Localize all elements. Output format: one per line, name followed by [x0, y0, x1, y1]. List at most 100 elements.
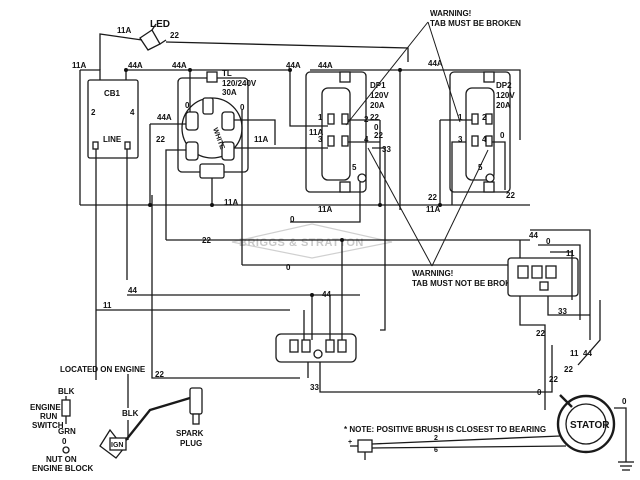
cb1-line-label: LINE: [103, 135, 122, 144]
dp2-terminal-4: 4: [482, 135, 487, 144]
brush-note: * NOTE: POSITIVE BRUSH IS CLOSEST TO BEA…: [344, 425, 546, 434]
stator-connector: [507, 257, 579, 297]
wire-label: 22: [506, 191, 515, 200]
switch-icon: [61, 396, 71, 424]
ground-icon: [618, 461, 634, 471]
wire-label: 11A: [318, 205, 332, 214]
wire-label: 6: [434, 447, 438, 454]
wire-label: 0: [546, 237, 551, 246]
wire-label: 33: [310, 383, 319, 392]
wire-label: 0: [500, 131, 505, 140]
watermark-text: BRIGGS & STRATTON: [239, 237, 364, 249]
cb1-terminal-b: [124, 141, 131, 150]
dp2-amperage: 20A: [496, 101, 511, 110]
wire-label: 11: [103, 301, 112, 310]
wire-label: 2: [434, 435, 438, 442]
stator-label: STATOR: [570, 420, 610, 431]
dp2-voltage: 120V: [496, 91, 515, 100]
junction-dots: [124, 68, 442, 297]
watermark: BRIGGS & STRATTON: [231, 223, 393, 259]
dp1-receptacle: [305, 71, 367, 193]
wire-label: 44A: [157, 113, 172, 122]
ignition-module: [99, 428, 127, 459]
warning-broken-line2: TAB MUST BE BROKEN: [430, 19, 521, 28]
wire-label: 44A: [318, 61, 333, 70]
tl-terminal-0b: 0: [240, 103, 245, 112]
tl-amperage: 30A: [222, 88, 237, 97]
dp1-amperage: 20A: [370, 101, 385, 110]
wire-label: 11A: [224, 198, 238, 207]
dp1-terminal-4: 4: [364, 135, 369, 144]
ign-label: IGN: [111, 442, 123, 449]
warning-not-line1: WARNING!: [412, 269, 453, 278]
dp2-terminal-3: 3: [458, 135, 463, 144]
dp1-terminal-1: 1: [318, 113, 323, 122]
engine-switch-blk-label: BLK: [58, 387, 75, 396]
wire-label: 44A: [286, 61, 301, 70]
dp1-terminal-5: 5: [352, 163, 357, 172]
wire-label: 11A: [72, 61, 86, 70]
dp2-terminal-1: 1: [458, 113, 463, 122]
brush-assembly: [350, 439, 373, 460]
wire-label: 44A: [428, 59, 443, 68]
wire-label: 22: [536, 329, 545, 338]
wire-label: 22: [170, 31, 179, 40]
tl-title: TL: [222, 69, 232, 78]
cb1-terminal-4: 4: [130, 108, 135, 117]
cb1-label: CB1: [104, 89, 121, 98]
wire-label: 11A: [254, 135, 268, 144]
wire-label: 33: [558, 307, 567, 316]
wire-label: 33: [382, 145, 391, 154]
engine-switch-line2: RUN: [40, 412, 58, 421]
wire-label: 0: [537, 388, 542, 397]
cb1-terminal-2: 2: [91, 108, 96, 117]
wire-label: 44: [322, 290, 331, 299]
wire-label: 22: [374, 131, 383, 140]
brush-positive-marker: +: [348, 439, 352, 446]
wire-label: 44A: [172, 61, 187, 70]
wire-label: 11: [570, 349, 579, 358]
ign-blk-label: BLK: [122, 409, 139, 418]
cb1-breaker: [87, 79, 139, 159]
located-on-engine-label: LOCATED ON ENGINE: [60, 365, 146, 374]
engine-switch-line1: ENGINE: [30, 403, 61, 412]
wire-label: 0: [374, 123, 379, 132]
tl-voltage: 120/240V: [222, 79, 257, 88]
nut-label-line1: NUT ON: [46, 455, 77, 464]
wire-label: 22: [370, 113, 379, 122]
wire-label: 22: [564, 365, 573, 374]
dp2-terminal-5: 5: [478, 163, 483, 172]
dp2-title: DP2: [496, 81, 512, 90]
dp1-voltage: 120V: [370, 91, 389, 100]
engine-switch-terminal-0: 0: [62, 437, 67, 446]
stator-coil: [556, 394, 616, 454]
wire-label: 22: [155, 370, 164, 379]
wire-label: 44: [128, 286, 137, 295]
wire-label: 0: [286, 263, 291, 272]
wire-label: 11: [566, 249, 575, 258]
wire-label: 22: [549, 375, 558, 384]
wire-label: 11A: [117, 26, 131, 35]
wire-label: 44A: [128, 61, 143, 70]
wire-label: 0: [290, 215, 295, 224]
warning-broken-line1: WARNING!: [430, 9, 471, 18]
spark-plug-line2: PLUG: [180, 439, 202, 448]
wire-label: 11A: [309, 128, 323, 137]
spark-plug-icon: [189, 387, 203, 425]
engine-switch-line3: SWITCH: [32, 421, 64, 430]
warning-not-line2: TAB MUST NOT BE BROKEN: [412, 279, 522, 288]
control-module: [275, 333, 357, 363]
wire-label: 0: [622, 397, 627, 406]
spark-plug-line1: SPARK: [176, 429, 204, 438]
wire-label: 22: [428, 193, 437, 202]
dp1-terminal-3: 3: [318, 135, 323, 144]
engine-switch-grn-label: GRN: [58, 427, 76, 436]
dp2-receptacle: [449, 71, 511, 193]
wire-label: 22: [156, 135, 165, 144]
wire-label: 44: [529, 231, 538, 240]
dp2-terminal-2: 2: [482, 113, 487, 122]
led-icon: [139, 23, 167, 51]
wire-label: 11A: [426, 205, 440, 214]
